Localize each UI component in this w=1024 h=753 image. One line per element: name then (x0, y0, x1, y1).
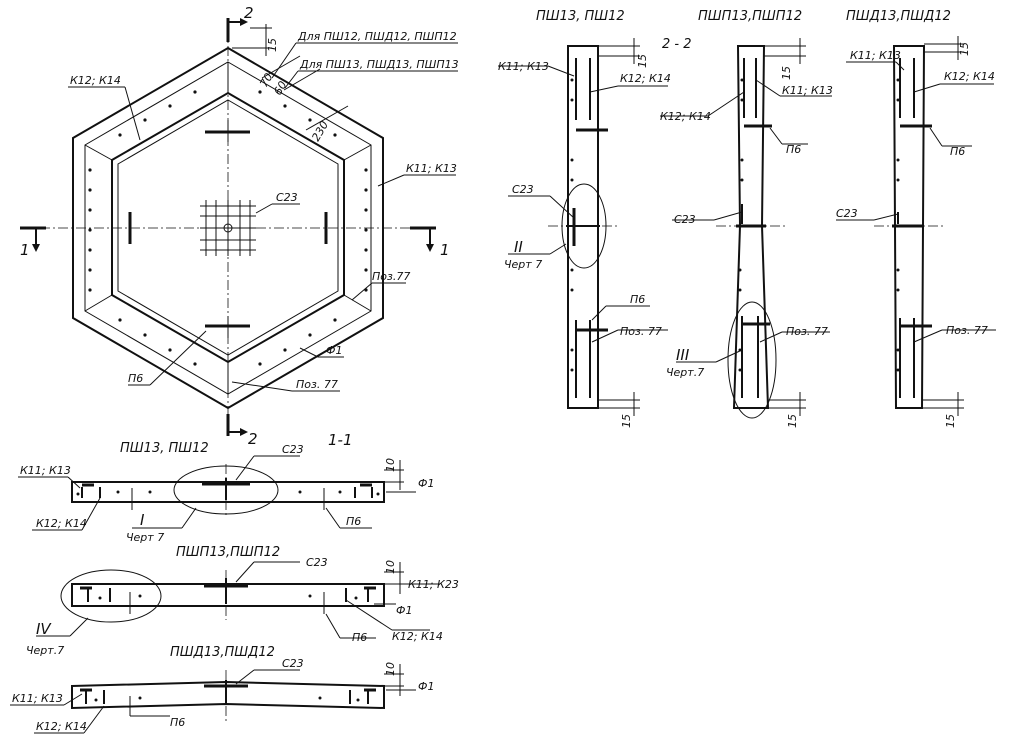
cut2-top-label: 2 (244, 4, 254, 22)
section22-c-c23: С23 (836, 207, 858, 220)
section22-a-title: ПШ13, ПШ12 (536, 9, 625, 24)
section11-b-detail: IV (36, 620, 52, 638)
section11-a-dim10: 10 (384, 458, 397, 472)
section22-c-title: ПШД13,ПШД12 (846, 9, 951, 24)
section22-a-chert: Черт 7 (504, 258, 542, 271)
section22-b-k12-k14: К12; К14 (660, 110, 711, 123)
plan-view: 2 1 1 15 70 60 230 Для ПШ12, ПШД12, ПШП1… (20, 4, 459, 436)
plan-c23: С23 (276, 191, 298, 204)
section22-b-dim15-bottom: 15 (786, 414, 799, 428)
section22-a-dim15-bottom: 15 (620, 414, 633, 428)
section22-b-title: ПШП13,ПШП12 (698, 9, 802, 24)
section11-b-k11-k23: К11; К23 (408, 578, 459, 591)
plan-dim-70: 70 (257, 71, 275, 90)
section11-a-detail-ellipse (173, 465, 279, 515)
section11-a-c23: С23 (282, 443, 304, 456)
center-mesh (200, 200, 256, 256)
section-2-2: 2 - 2 ПШ13, ПШ12 15 К11; К13 К12; К14 С2… (498, 9, 996, 428)
plan-poz77-right: Поз.77 (372, 270, 410, 283)
section22-a-k12-k14: К12; К14 (620, 72, 671, 85)
section22-b-p6: П6 (786, 143, 801, 156)
section22-b-k11-k13: К11; К13 (782, 84, 833, 97)
section11-c-f1: Ф1 (418, 680, 434, 693)
section11-b-dim10: 10 (384, 560, 397, 574)
section22-c-p6: П6 (950, 145, 965, 158)
section11-title: 1-1 (328, 431, 353, 449)
section22-c-k12-k14: К12; К14 (944, 70, 995, 83)
plan-f1: Ф1 (326, 344, 342, 357)
section11-c-p6: П6 (170, 716, 185, 729)
section22-a-detail: II (514, 238, 523, 256)
plan-note-a: Для ПШ12, ПШД12, ПШП12 (297, 30, 457, 43)
section11-a-detail: I (140, 511, 145, 529)
section11-cut2-label: 2 (248, 430, 258, 448)
section11-c-c23: С23 (282, 657, 304, 670)
section11-b-p6: П6 (352, 631, 367, 644)
plan-p6: П6 (128, 372, 143, 385)
plan-dim-230: 230 (309, 119, 331, 144)
cut1-right-label: 1 (440, 241, 450, 259)
section11-b-k12-k14: К12; К14 (392, 630, 443, 643)
section22-b-dim15-top: 15 (780, 66, 793, 80)
section22-b-chert: Черт.7 (666, 366, 704, 379)
section11-a-slab (71, 481, 385, 503)
plan-dim-60: 60 (271, 79, 289, 98)
section22-b-c23: С23 (674, 213, 696, 226)
section11-b-f1: Ф1 (396, 604, 412, 617)
plan-note-b: Для ПШ13, ПШД13, ПШП13 (299, 58, 459, 71)
section11-a-chert: Черт 7 (126, 531, 164, 544)
section22-c-k11-k13: К11; К13 (850, 49, 901, 62)
section11-a-k11-k13: К11; К13 (20, 464, 71, 477)
section22-c-dim15-bottom: 15 (944, 414, 957, 428)
section11-a-title: ПШ13, ПШ12 (120, 441, 209, 456)
section22-c-dim15-top: 15 (958, 42, 971, 56)
section22-b-detail: III (676, 346, 690, 364)
section22-a-k11-k13: К11; К13 (498, 60, 549, 73)
section11-c-dim10: 10 (384, 662, 397, 676)
section11-a-p6: П6 (346, 515, 361, 528)
plan-k11-k13: К11; К13 (406, 162, 457, 175)
section11-a-f1: Ф1 (418, 477, 434, 490)
plan-dim-15: 15 (266, 38, 279, 52)
section11-b-slab (71, 583, 385, 607)
rebar-dots (88, 90, 368, 366)
section22-c-poz77: Поз. 77 (946, 324, 988, 337)
section22-a-detail-ellipse (561, 183, 607, 269)
plan-poz77-bottom: Поз. 77 (296, 378, 338, 391)
cut1-left-label: 1 (20, 241, 30, 259)
section22-title: 2 - 2 (662, 37, 692, 52)
section22-a-p6: П6 (630, 293, 645, 306)
section22-a-c23: С23 (512, 183, 534, 196)
section11-c-k11-k13: К11; К13 (12, 692, 63, 705)
section-1-1: 1-1 2 ПШ13, ПШ12 С23 10 Ф1 К11; К13 К12;… (10, 430, 459, 734)
section22-a-poz77: Поз. 77 (620, 325, 662, 338)
section22-b-detail-ellipse (727, 301, 777, 419)
section11-b-chert: Черт.7 (26, 644, 64, 657)
section11-a-k12-k14: К12; К14 (36, 517, 87, 530)
section11-b-detail-ellipse (60, 569, 162, 623)
section11-c-k12-k14: К12; К14 (36, 720, 87, 733)
section22-b-poz77: Поз. 77 (786, 325, 828, 338)
section11-b-c23: С23 (306, 556, 328, 569)
section11-c-title: ПШД13,ПШД12 (170, 645, 275, 660)
plan-k12-k14: К12; К14 (70, 74, 121, 87)
section11-b-title: ПШП13,ПШП12 (176, 545, 280, 560)
section22-a-dim15-top: 15 (636, 54, 649, 68)
